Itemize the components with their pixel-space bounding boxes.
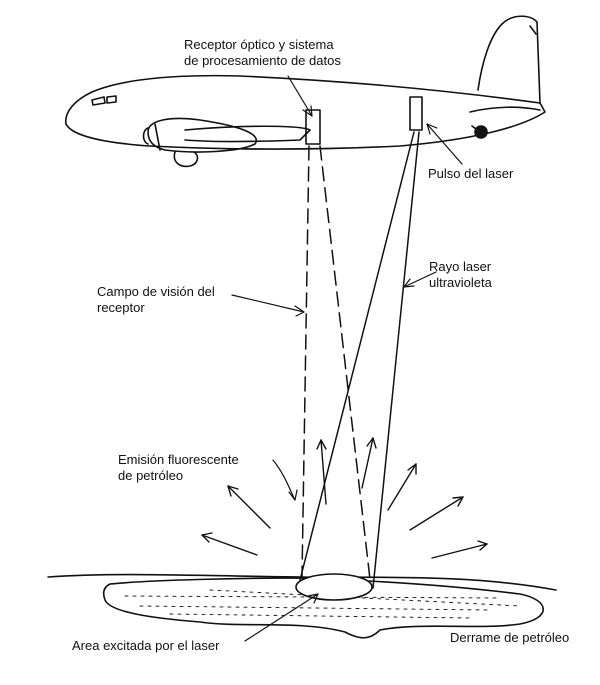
airplane-fuselage xyxy=(65,74,546,150)
airplane-engine xyxy=(147,117,258,153)
label-campo-vision: Campo de visión del receptor xyxy=(97,284,215,316)
receptor-field-of-view xyxy=(301,145,372,589)
emission-arrow xyxy=(316,439,327,505)
fov-right-edge xyxy=(319,145,372,589)
leader-rayo xyxy=(403,271,437,288)
airplane-landing-gear xyxy=(173,151,199,168)
emission-arrow xyxy=(361,437,377,489)
airplane-tail-wheel xyxy=(474,125,488,139)
label-receptor-optico: Receptor óptico y sistema de procesamien… xyxy=(184,37,341,69)
emission-arrow xyxy=(201,532,258,556)
receptor-unit xyxy=(305,109,321,145)
label-rayo-line1: Rayo laser xyxy=(429,259,492,274)
label-pulso-laser: Pulso del laser xyxy=(428,166,514,181)
label-derrame: Derrame de petróleo xyxy=(450,630,570,645)
label-emision: Emisión fluorescente de petróleo xyxy=(118,452,239,484)
label-emision-line1: Emisión fluorescente xyxy=(118,452,239,467)
leader-campo xyxy=(231,294,305,317)
water-surface-line xyxy=(47,573,557,591)
label-campo-line2: receptor xyxy=(97,300,145,315)
airplane-cockpit-window xyxy=(91,96,106,106)
laser-beam-line-1 xyxy=(299,131,415,581)
emission-arrow xyxy=(387,463,417,511)
label-rayo-laser: Rayo laser ultravioleta xyxy=(429,259,492,291)
label-rayo-line2: ultravioleta xyxy=(429,275,492,290)
airplane-wing xyxy=(184,125,311,143)
fov-left-edge xyxy=(301,145,310,577)
label-campo-line1: Campo de visión del xyxy=(97,284,215,299)
leader-pulso xyxy=(426,123,463,165)
laser-unit xyxy=(409,96,423,131)
emission-arrow xyxy=(227,485,271,529)
emission-arrow xyxy=(409,496,464,531)
airplane-stabilizer xyxy=(469,106,541,113)
airplane-illustration xyxy=(65,15,546,168)
label-emision-line2: de petróleo xyxy=(118,468,184,483)
label-receptor-line1: Receptor óptico y sistema xyxy=(184,37,334,52)
laser-beam-line-2 xyxy=(372,131,420,589)
label-area-excitada: Area excitada por el laser xyxy=(72,638,220,653)
leader-lines xyxy=(231,75,463,642)
leader-emision xyxy=(272,459,298,501)
laser-beam xyxy=(299,131,420,589)
leader-receptor xyxy=(287,75,313,117)
emission-arrows xyxy=(201,437,488,559)
oil-spill-texture xyxy=(124,589,521,619)
label-receptor-line2: de procesamiento de datos xyxy=(184,53,341,68)
excited-area-ellipse xyxy=(295,573,373,601)
leader-area xyxy=(244,593,319,642)
emission-arrow xyxy=(431,540,488,559)
airplane-tail-fin xyxy=(477,15,541,104)
